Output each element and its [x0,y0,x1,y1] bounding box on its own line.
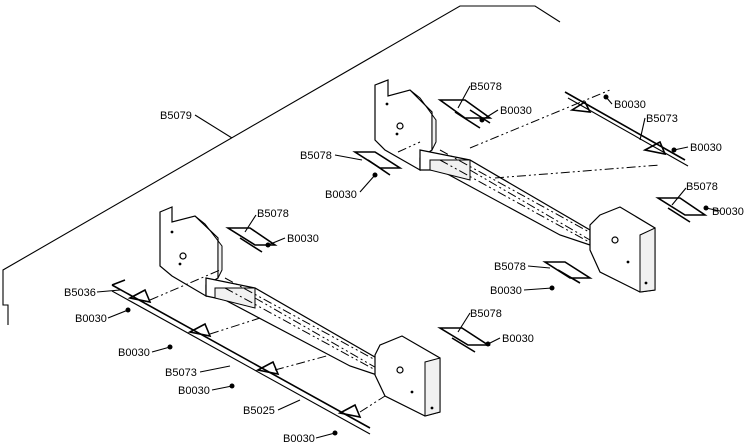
label-b0030-10: B0030 [178,385,210,397]
label-b5078-upper-a: B5078 [470,81,502,93]
lower-left-bracket [159,206,223,298]
label-b5025: B5025 [243,405,275,417]
leaders [96,85,721,439]
label-b5078-upper-c: B5078 [686,181,718,193]
label-b0030-1: B0030 [500,105,532,117]
label-b0030-11: B0030 [283,433,315,445]
label-b5036: B5036 [64,287,96,299]
upper-rod [564,91,689,167]
label-b0030-5: B0030 [712,206,744,218]
lower-right-bracket [374,335,441,417]
label-b5073-lower: B5073 [165,367,197,379]
upper-left-bracket [374,79,437,172]
center-line-4 [149,269,221,301]
label-b0030-4: B0030 [325,189,357,201]
label-b0030-2: B0030 [614,99,646,111]
center-line-5 [209,317,261,335]
label-b0030-6: B0030 [490,285,522,297]
upper-clip-3 [655,197,708,223]
label-b5079: B5079 [160,110,192,122]
lower-rod [111,279,371,435]
label-b5078-lower-a: B5078 [257,208,289,220]
center-line-2 [494,164,661,179]
center-line-7 [359,395,386,413]
label-b5078-lower-b: B5078 [470,308,502,320]
label-b0030-8: B0030 [75,313,107,325]
label-b0030-9: B0030 [118,347,150,359]
base-outline [2,5,561,325]
center-line-3 [397,141,421,153]
lower-clip-2 [437,327,491,353]
lower-clip-1 [225,227,278,253]
label-b5078-upper-d: B5078 [494,261,526,273]
upper-clip-4 [542,261,593,284]
leader-outline [194,114,233,139]
upper-clip-1 [437,99,493,129]
label-b5073-upper: B5073 [646,113,678,125]
label-b0030-3: B0030 [690,142,722,154]
lower-beam [205,277,391,379]
upper-right-bracket [589,206,656,293]
label-b0030-12: B0030 [502,333,534,345]
center-line-6 [274,354,331,371]
center-line-1 [469,89,611,149]
upper-clip-2 [352,151,403,176]
label-b5078-upper-b: B5078 [300,150,332,162]
label-b0030-7: B0030 [287,233,319,245]
upper-beam [419,149,601,249]
